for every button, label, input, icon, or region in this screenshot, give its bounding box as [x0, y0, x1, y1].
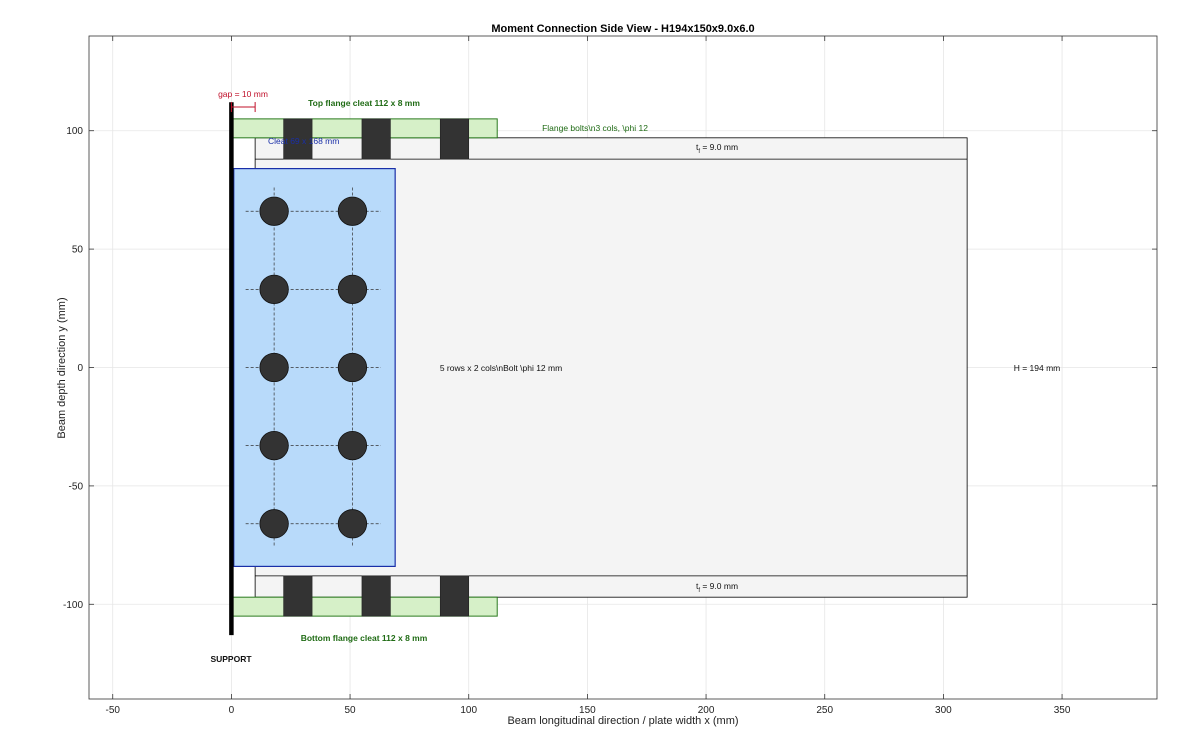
y-axis-label: Beam depth direction y (mm) — [56, 297, 68, 438]
top-flange-bolt — [361, 118, 391, 160]
top-flange-bolt — [439, 118, 470, 160]
bottom-flange-bolt — [361, 575, 391, 617]
gap-label: gap = 10 mm — [218, 89, 268, 99]
x-tick-label: 150 — [579, 705, 596, 716]
x-tick-label: 200 — [698, 705, 715, 716]
x-tick-label: 100 — [460, 705, 477, 716]
web-bolt — [337, 274, 368, 305]
web-cleat-label: Cleat 69 x 168 mm — [268, 136, 339, 146]
web-bolt — [259, 274, 289, 305]
top-flange-bolt — [283, 118, 313, 160]
web-bolt — [259, 509, 289, 539]
drawing — [229, 102, 968, 636]
top-flange-thickness-label: tf = 9.0 mm — [696, 142, 738, 155]
web-bolt — [337, 196, 368, 226]
x-tick-label: 350 — [1054, 705, 1071, 716]
support-label: SUPPORT — [210, 654, 252, 664]
web-bolt — [337, 509, 368, 539]
x-tick-label: 300 — [935, 705, 952, 716]
bottom-flange-bolt — [439, 575, 470, 617]
bottom-flange-bolt — [283, 575, 313, 617]
tick-labels: -50 0 50 100 150 200 250 300 350 -100 -50 0 50 100 — [63, 36, 1157, 716]
y-tick-label: 50 — [72, 245, 84, 256]
x-tick-label: -50 — [106, 705, 121, 716]
flange-bolts-label: Flange bolts\n3 cols, \phi 12 — [542, 123, 648, 133]
top-cleat-label: Top flange cleat 112 x 8 mm — [308, 98, 420, 108]
web-bolts-label: 5 rows x 2 cols\nBolt \phi 12 mm — [440, 363, 562, 373]
web-bolt — [259, 430, 289, 461]
x-tick-label: 0 — [229, 705, 235, 716]
x-tick-label: 50 — [345, 705, 357, 716]
web-bolt — [259, 196, 289, 226]
y-tick-label: -100 — [63, 600, 83, 611]
x-tick-label: 250 — [816, 705, 833, 716]
beam-height-label: H = 194 mm — [1014, 363, 1061, 373]
bottom-flange-thickness-label: tf = 9.0 mm — [696, 581, 738, 594]
web-bolt — [337, 430, 368, 461]
bottom-cleat-label: Bottom flange cleat 112 x 8 mm — [301, 633, 428, 643]
y-tick-label: 0 — [77, 363, 83, 374]
web-bolt — [259, 352, 289, 383]
figure-title: Moment Connection Side View - H194x150x9… — [491, 23, 754, 35]
y-tick-label: -50 — [69, 481, 84, 492]
x-axis-label: Beam longitudinal direction / plate widt… — [507, 715, 738, 727]
web-bolt — [337, 352, 368, 383]
y-tick-label: 100 — [66, 126, 83, 137]
